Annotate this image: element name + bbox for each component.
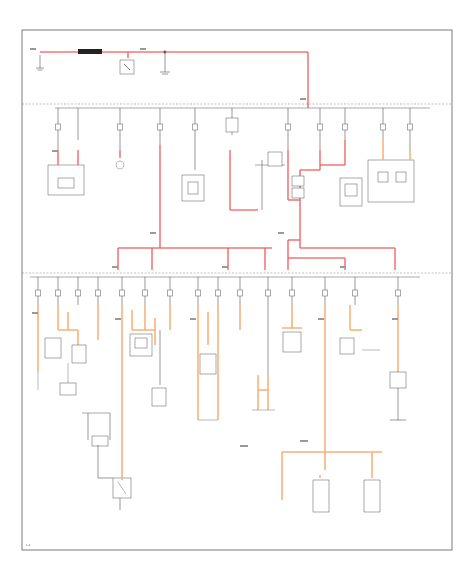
- frame-code-label: L-1: [26, 543, 31, 547]
- lower-middle-circuits: [121, 305, 241, 480]
- connector-marks: [30, 48, 398, 447]
- instrument-panel-fuse-bus: [22, 272, 452, 305]
- ignition-distribution: [117, 239, 396, 270]
- lower-left-circuits: [37, 305, 132, 510]
- upper-right-relay-cluster: [229, 140, 415, 240]
- fusible-link-black: [78, 49, 102, 54]
- lower-right-circuits: [252, 305, 407, 513]
- battery-supply-section: [36, 49, 309, 102]
- diagram-border: [21, 29, 453, 551]
- upper-left-components: [47, 145, 205, 240]
